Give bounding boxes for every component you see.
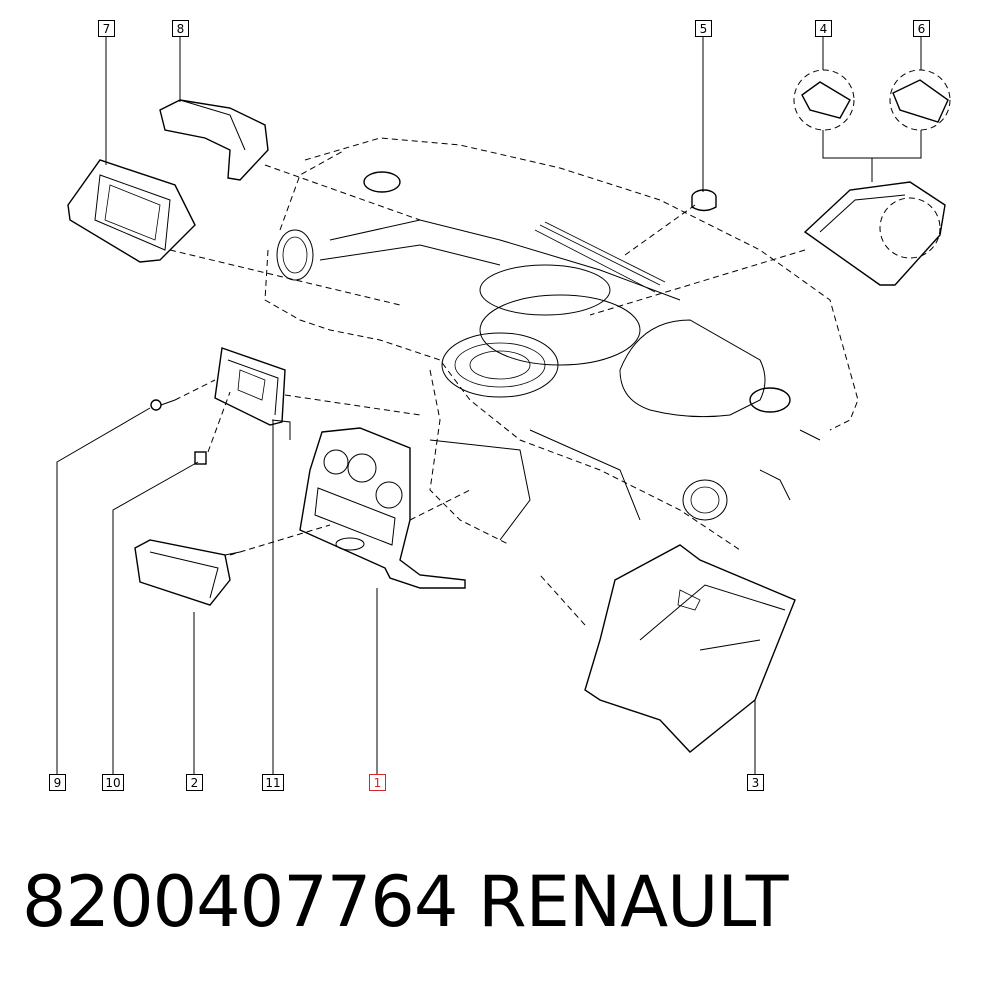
callout-5: 5 [695, 20, 712, 37]
callout-11: 11 [262, 774, 284, 791]
assembly-arrows [169, 164, 806, 626]
part-number: 8200407764 [22, 861, 458, 943]
part-9-screw [150, 399, 176, 411]
callout-1-highlighted: 1 [369, 774, 386, 791]
callout-10: 10 [102, 774, 124, 791]
callout-2: 2 [186, 774, 203, 791]
part-3-lower-cover [584, 544, 796, 753]
part-1-center-panel [299, 427, 466, 589]
part-2-tray [134, 539, 241, 606]
callout-9: 9 [49, 774, 66, 791]
exploded-dashboard-diagram [56, 37, 951, 775]
callout-4: 4 [815, 20, 832, 37]
part-10-nut [194, 451, 207, 465]
part-7-bezel [67, 159, 196, 263]
callout-6: 6 [913, 20, 930, 37]
part-4-6-lid [793, 69, 951, 286]
callout-8: 8 [172, 20, 189, 37]
part-11-bracket [214, 347, 291, 440]
dashboard-assembly [264, 137, 859, 551]
leader-lines [56, 37, 922, 775]
part-5-clip [691, 189, 717, 212]
part-8-shroud [159, 99, 269, 181]
callout-3: 3 [747, 774, 764, 791]
brand-name: RENAULT [478, 861, 788, 943]
callout-7: 7 [98, 20, 115, 37]
